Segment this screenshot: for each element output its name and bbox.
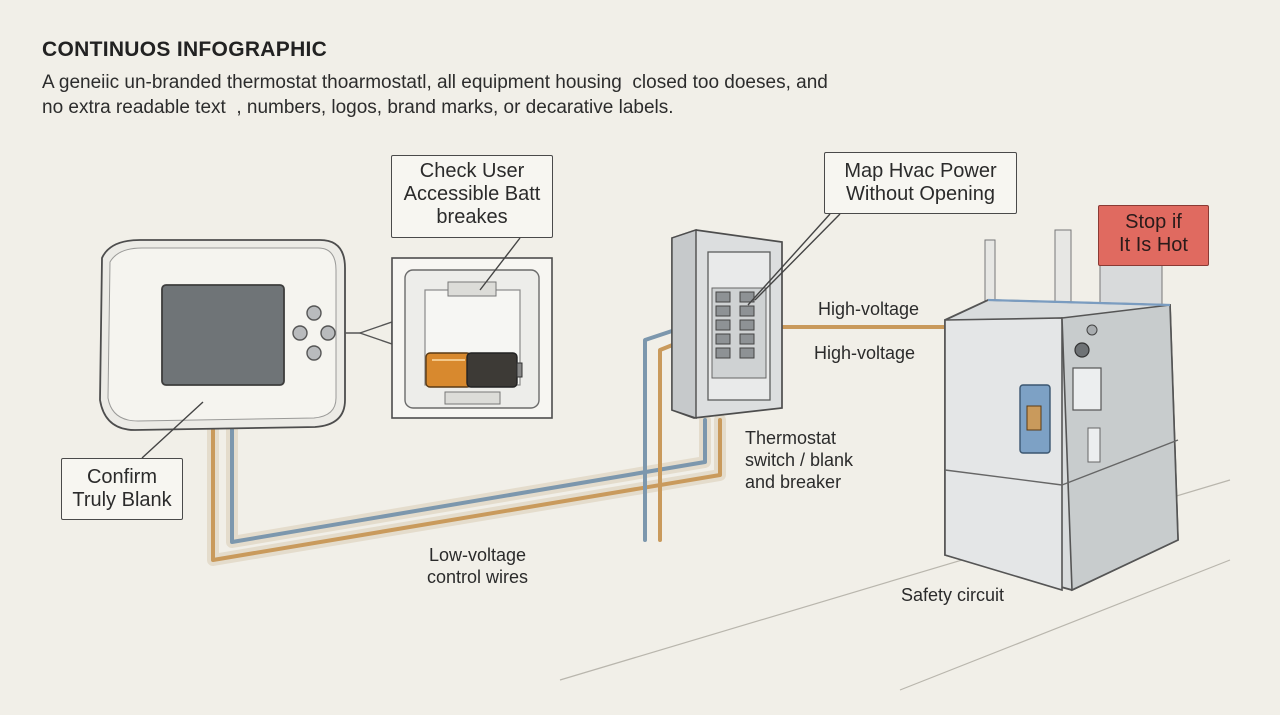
- callout-confirm-blank: Confirm Truly Blank: [61, 458, 183, 520]
- callout-leaders: [141, 213, 841, 459]
- thermostat-buttons[interactable]: [292, 305, 336, 361]
- callout-check-battery-line-3: breakes: [436, 206, 508, 228]
- label-low-voltage: Low-voltage control wires: [427, 544, 528, 588]
- breaker-panel[interactable]: [671, 229, 783, 419]
- callout-map-hvac-power-line-2: Without Opening: [846, 183, 995, 205]
- subtitle-line-1: A geneiic un-branded thermostat thoarmos…: [42, 72, 828, 93]
- label-low-voltage-line-2: control wires: [427, 567, 529, 587]
- callout-confirm-blank-line-1: Confirm: [86, 466, 157, 488]
- callout-check-battery-line-2: Accessible Batt: [403, 183, 541, 205]
- page-title: CONTINUOS INFOGRAPHIC: [42, 38, 328, 61]
- callout-check-battery-line-1: Check User: [419, 160, 525, 182]
- thermostat-screen: [161, 284, 285, 386]
- warning-stop-line-1: Stop if: [1125, 211, 1182, 233]
- label-thermostat-switch-line-2: switch / blank: [745, 450, 854, 470]
- label-low-voltage-line-1: Low-voltage: [428, 545, 527, 565]
- label-thermostat-switch-line-3: and breaker: [745, 472, 842, 492]
- page-subtitle: A geneiic un-branded thermostat thoarmos…: [42, 70, 902, 120]
- battery-icon: [425, 352, 523, 388]
- thermostat[interactable]: [99, 239, 346, 431]
- callout-map-hvac-power-line-1: Map Hvac Power: [844, 160, 997, 182]
- breaker-switches[interactable]: [715, 291, 755, 359]
- label-high-voltage-2: High-voltage: [814, 343, 916, 363]
- label-safety-circuit: Safety circuit: [901, 585, 1005, 605]
- subtitle-line-2: no extra readable text , numbers, logos,…: [42, 97, 674, 118]
- battery-compartment: [345, 257, 553, 419]
- callout-map-hvac-power: Map Hvac Power Without Opening: [824, 152, 1017, 214]
- label-thermostat-switch-line-1: Thermostat: [745, 428, 837, 448]
- label-thermostat-switch: Thermostat switch / blank and breaker: [745, 427, 853, 493]
- label-high-voltage-1: High-voltage: [818, 299, 920, 319]
- callout-confirm-blank-line-2: Truly Blank: [72, 489, 172, 511]
- furnace-unit: [944, 229, 1179, 592]
- warning-stop-line-2: It Is Hot: [1119, 234, 1188, 256]
- callout-check-battery: Check User Accessible Batt breakes: [391, 155, 553, 238]
- warning-stop-if-hot: Stop if It Is Hot: [1098, 205, 1209, 266]
